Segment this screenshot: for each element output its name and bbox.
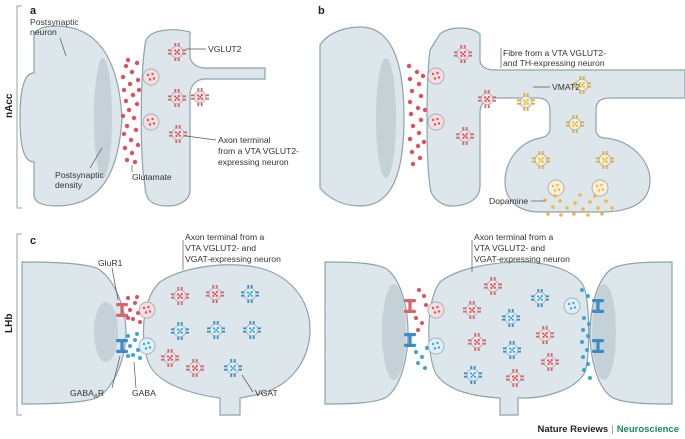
panel-a-letter: a <box>30 5 37 17</box>
panel-c-left-axon-terminal <box>142 264 311 416</box>
row-bracket-lhb <box>16 233 22 416</box>
panel-c-glur1-label: GluR1 <box>98 258 123 301</box>
panel-c-right-gaba-cloud-right <box>580 288 592 380</box>
svg-text:GABAAR: GABAAR <box>70 388 104 400</box>
svg-text:GluR1: GluR1 <box>98 258 123 268</box>
svg-text:VGAT: VGAT <box>255 388 279 398</box>
panel-b-letter: b <box>318 5 325 17</box>
panel-c-right-glutamate-cloud <box>414 288 428 332</box>
panel-c-right-right-density <box>592 284 616 380</box>
svg-text:expressing neuron: expressing neuron <box>218 157 289 167</box>
panel-a-postsynaptic-density-label: Postsynaptic density <box>55 147 104 190</box>
panel-c-gaba-label: GABA <box>132 361 156 398</box>
panel-b-dopamine-label: Dopamine <box>489 196 545 206</box>
panel-b-fibre <box>426 27 685 213</box>
journal-section: Neuroscience <box>616 424 679 435</box>
svg-text:VTA VGLUT2- and: VTA VGLUT2- and <box>474 243 545 253</box>
footer-separator: | <box>611 424 614 435</box>
panel-a-postsynaptic-neuron-label: Postsynaptic neuron <box>30 17 79 57</box>
panel-b-glutamate-cloud <box>406 63 428 167</box>
svg-text:and TH-expressing neuron: and TH-expressing neuron <box>503 58 605 68</box>
panel-a-postsynaptic-neuron <box>19 25 123 207</box>
panel-c-left-density <box>94 302 118 362</box>
svg-text:neuron: neuron <box>30 27 57 37</box>
svg-text:Dopamine: Dopamine <box>489 196 528 206</box>
panel-a-vglut2-label: VGLUT2 <box>186 44 242 54</box>
panel-b-fibre-label: Fibre from a VTA VGLUT2- and TH-expressi… <box>500 48 606 68</box>
panel-c-letter: c <box>30 235 36 247</box>
panel-c-right-axon-terminal <box>428 261 590 416</box>
svg-text:VTA VGLUT2- and: VTA VGLUT2- and <box>185 243 256 253</box>
panel-c-left-gaba-cloud <box>126 332 142 360</box>
panel-c-left-glutamate-cloud <box>126 295 142 324</box>
svg-text:VGAT-expressing neuron: VGAT-expressing neuron <box>474 254 570 264</box>
svg-text:VGLUT2: VGLUT2 <box>208 44 242 54</box>
journal-name: Nature Reviews <box>537 424 609 435</box>
svg-text:Axon terminal from a: Axon terminal from a <box>185 232 265 242</box>
svg-text:Postsynaptic: Postsynaptic <box>55 170 104 180</box>
svg-text:Axon terminal from a: Axon terminal from a <box>474 232 554 242</box>
panel-c-axon-terminal-right-label: Axon terminal from a VTA VGLUT2- and VGA… <box>471 232 570 272</box>
panel-c-vgat-label: VGAT <box>241 374 279 398</box>
svg-text:density: density <box>55 180 83 190</box>
svg-text:Axon terminal: Axon terminal <box>218 135 271 145</box>
panel-c-axon-terminal-left-label: Axon terminal from a VTA VGLUT2- and VGA… <box>182 232 281 270</box>
panel-c-right-left-density <box>382 284 406 380</box>
panel-a-postsynaptic-density <box>94 58 112 178</box>
panel-b-postsynaptic-density <box>376 58 396 178</box>
panel-c-right-gaba-cloud-left <box>414 346 429 370</box>
svg-text:GABA: GABA <box>132 388 156 398</box>
journal-footer: Nature Reviews|Neuroscience <box>537 424 679 435</box>
panel-b-vmat2-label: VMAT2 <box>533 82 580 92</box>
svg-text:from a VTA VGLUT2-: from a VTA VGLUT2- <box>218 146 299 156</box>
svg-text:VGAT-expressing neuron: VGAT-expressing neuron <box>185 254 281 264</box>
svg-text:Postsynaptic: Postsynaptic <box>30 17 79 27</box>
svg-text:Fibre from a VTA VGLUT2-: Fibre from a VTA VGLUT2- <box>503 48 606 58</box>
svg-text:Glutamate: Glutamate <box>132 172 172 182</box>
row-label-nacc: nAcc <box>4 93 15 118</box>
panel-a-glutamate-label: Glutamate <box>131 165 172 182</box>
panel-c-gabaar-label: GABAAR <box>70 355 121 400</box>
panel-b-dopamine-cloud <box>543 193 614 217</box>
panel-a-glutamate-cloud <box>120 57 142 165</box>
panel-a-axon-terminal <box>140 29 266 207</box>
row-bracket-nacc <box>16 5 22 209</box>
panel-c-left-postsynaptic-neuron <box>21 261 127 405</box>
panel-a-axon-terminal-label: Axon terminal from a VTA VGLUT2- express… <box>185 135 299 167</box>
row-label-lhb: LHb <box>4 314 15 333</box>
svg-text:VMAT2: VMAT2 <box>552 82 580 92</box>
